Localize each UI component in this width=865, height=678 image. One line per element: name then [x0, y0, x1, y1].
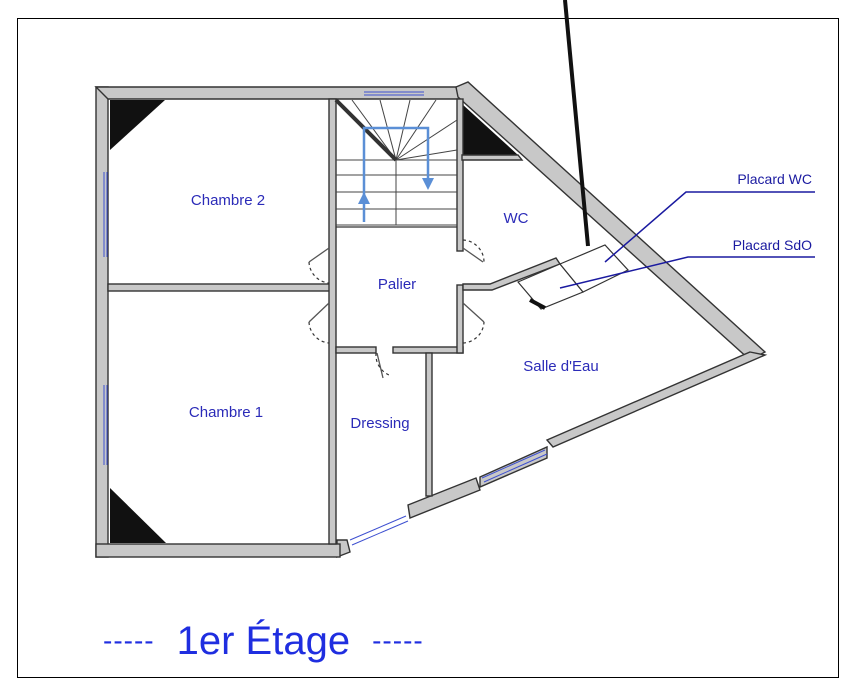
outer-walls — [94, 81, 768, 559]
door-swings — [308, 239, 485, 379]
room-label-salle-eau: Salle d'Eau — [523, 358, 598, 375]
title-left-dashes: ----- — [103, 625, 155, 656]
callout-label-placard-sdo: Placard SdO — [733, 237, 812, 253]
interior-walls — [107, 98, 562, 545]
room-label-chambre-2: Chambre 2 — [191, 192, 265, 209]
room-label-palier: Palier — [378, 276, 416, 293]
room-label-dressing: Dressing — [350, 415, 409, 432]
callout-label-placard-wc: Placard WC — [737, 171, 812, 187]
room-label-wc: WC — [504, 210, 529, 227]
floor-title: ----- 1er Étage ----- — [103, 616, 424, 666]
title-right-dashes: ----- — [372, 625, 424, 656]
staircase — [334, 98, 458, 228]
title-text: 1er Étage — [176, 618, 351, 663]
windows — [103, 91, 548, 546]
callout-lines — [559, 191, 815, 289]
corner-pillars — [110, 100, 518, 543]
room-label-chambre-1: Chambre 1 — [189, 404, 263, 421]
